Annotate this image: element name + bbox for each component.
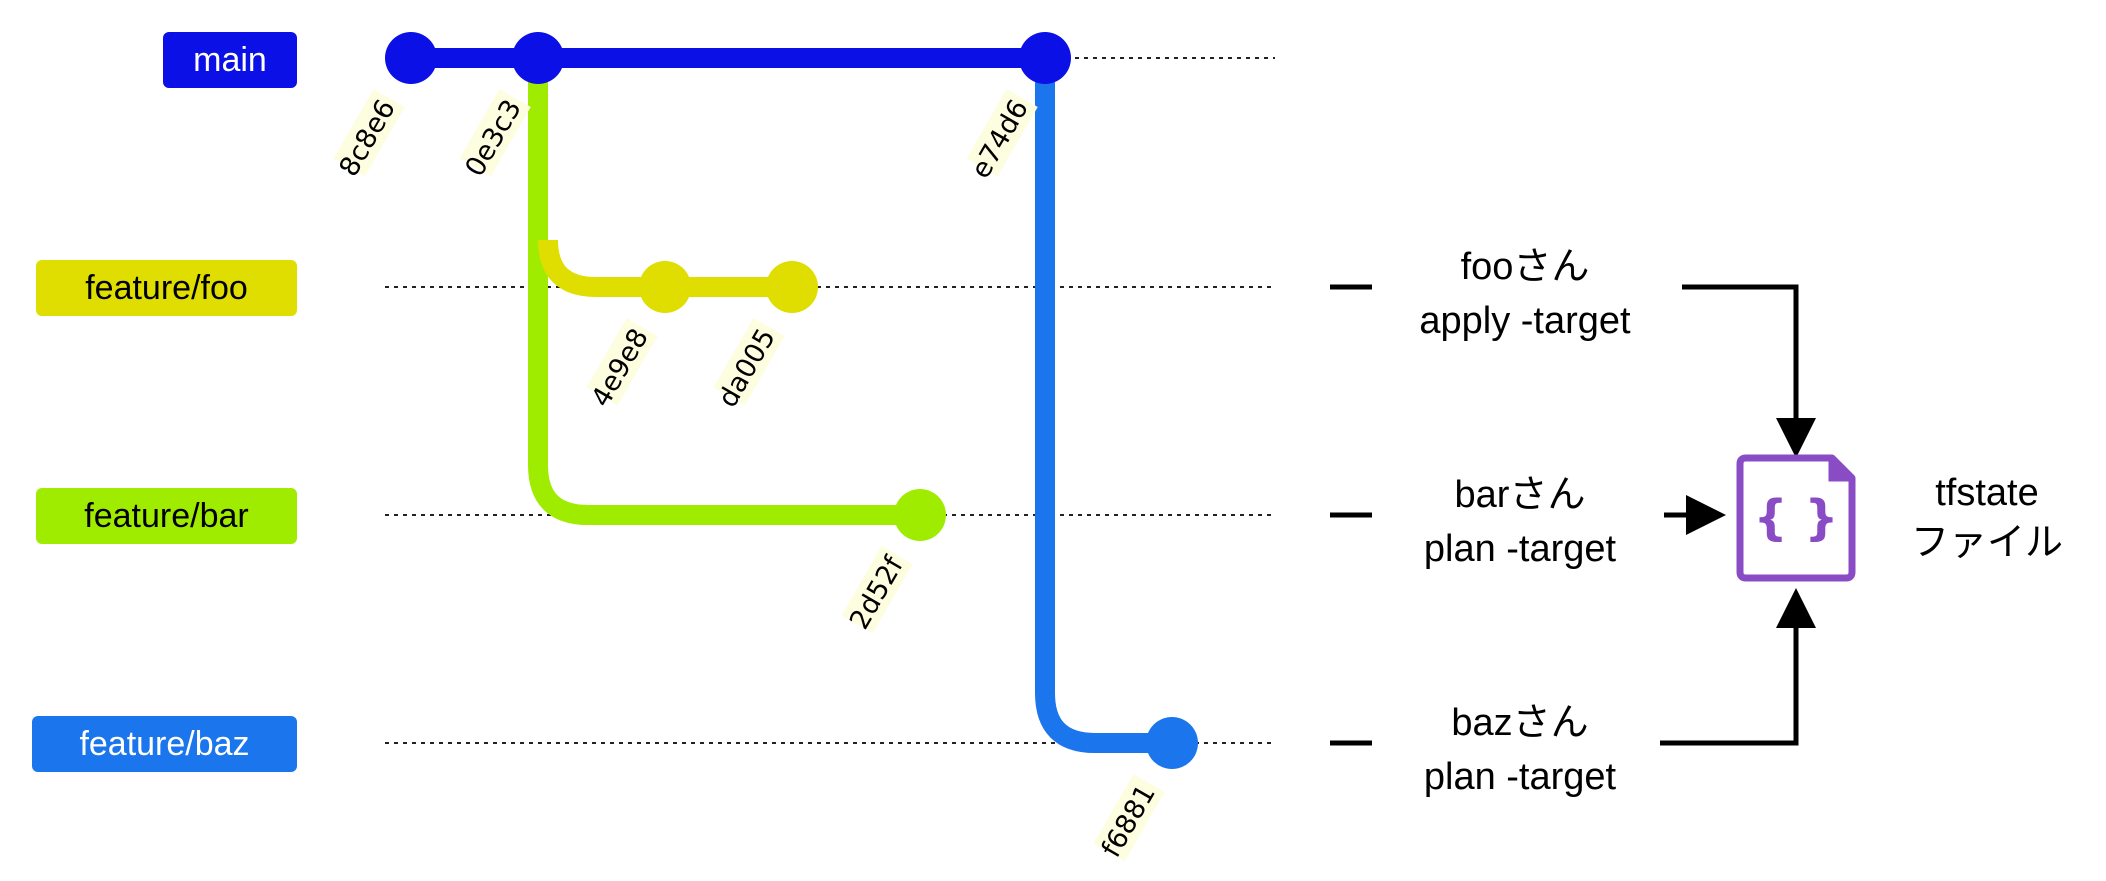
commit-hash-label: f6881 xyxy=(1096,780,1162,863)
commit-node[interactable] xyxy=(385,32,437,84)
branch-label: main xyxy=(193,40,267,79)
commit-node[interactable] xyxy=(766,261,818,313)
actor-name: barさん xyxy=(1454,474,1586,516)
actor-baz: bazさん plan -target xyxy=(1385,696,1655,804)
actor-foo: fooさん apply -target xyxy=(1385,240,1665,348)
actor-command: apply -target xyxy=(1419,300,1631,342)
branch-badge-main[interactable]: main xyxy=(163,32,297,88)
actor-name: fooさん xyxy=(1460,246,1590,288)
commit-node[interactable] xyxy=(1019,32,1071,84)
commit-node[interactable] xyxy=(639,261,691,313)
tfstate-line2: ファイル xyxy=(1910,522,2063,564)
commit-node[interactable] xyxy=(894,489,946,541)
json-file-icon: { } xyxy=(1736,454,1856,582)
actor-command: plan -target xyxy=(1423,756,1617,798)
tfstate-label: tfstate ファイル xyxy=(1892,468,2082,568)
bar-branch-line xyxy=(528,58,920,525)
commit-node[interactable] xyxy=(512,32,564,84)
branch-label: feature/baz xyxy=(79,724,250,763)
branch-badge-foo[interactable]: feature/foo xyxy=(36,260,297,316)
actor-command: plan -target xyxy=(1423,528,1617,570)
foo-arrow xyxy=(1682,284,1816,458)
branch-badge-baz[interactable]: feature/baz xyxy=(32,716,297,772)
commit-hash-label: 2d52f xyxy=(844,550,911,634)
branch-label: feature/foo xyxy=(85,268,248,307)
actor-bar: barさん plan -target xyxy=(1385,468,1655,576)
foo-branch-line xyxy=(538,239,792,297)
actor-name: bazさん xyxy=(1451,702,1589,744)
svg-text:{ }: { } xyxy=(1753,490,1838,546)
baz-arrow xyxy=(1660,588,1816,746)
commit-node[interactable] xyxy=(1146,717,1198,769)
tfstate-line1: tfstate xyxy=(1935,472,2039,514)
baz-branch-line xyxy=(1035,58,1172,753)
commit-hash-label: 0e3c3 xyxy=(460,95,528,182)
commit-hash-label: 8c8e6 xyxy=(334,95,402,182)
branch-label: feature/bar xyxy=(84,496,249,535)
branch-badge-bar[interactable]: feature/bar xyxy=(36,488,297,544)
